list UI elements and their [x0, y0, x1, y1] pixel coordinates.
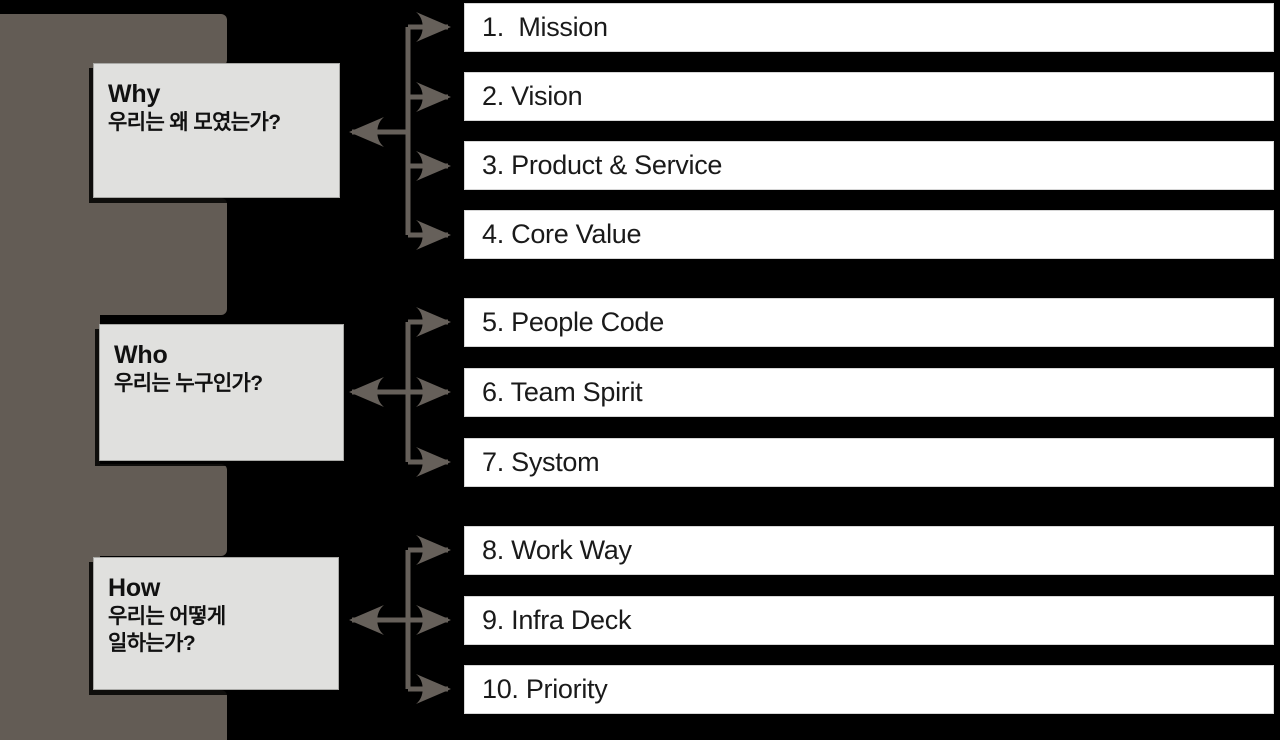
backdrop-notch-top	[0, 14, 227, 66]
item-box-7[interactable]: 7. Systom	[464, 438, 1274, 487]
item-label-9: 9. Infra Deck	[482, 605, 632, 635]
category-subtitle-how: 우리는 어떻게 일하는가?	[108, 605, 226, 655]
item-box-1[interactable]: 1. Mission	[464, 3, 1274, 52]
item-box-10[interactable]: 10. Priority	[464, 665, 1274, 714]
category-title-who: Who	[114, 341, 168, 369]
item-label-2: 2. Vision	[482, 81, 583, 111]
backdrop-notch-1	[0, 198, 227, 315]
category-subtitle-who: 우리는 누구인가?	[114, 372, 263, 395]
backdrop-notch-bottom	[0, 690, 227, 740]
item-box-2[interactable]: 2. Vision	[464, 72, 1274, 121]
item-label-5: 5. People Code	[482, 307, 664, 337]
item-box-3[interactable]: 3. Product & Service	[464, 141, 1274, 190]
item-label-7: 7. Systom	[482, 447, 600, 477]
category-title-how: How	[108, 574, 161, 602]
item-box-6[interactable]: 6. Team Spirit	[464, 368, 1274, 417]
item-label-6: 6. Team Spirit	[482, 377, 643, 407]
item-box-8[interactable]: 8. Work Way	[464, 526, 1274, 575]
category-box-who[interactable]: Who 우리는 누구인가?	[99, 324, 344, 461]
item-box-5[interactable]: 5. People Code	[464, 298, 1274, 347]
item-box-9[interactable]: 9. Infra Deck	[464, 596, 1274, 645]
category-box-how[interactable]: How 우리는 어떻게 일하는가?	[93, 557, 339, 690]
category-box-why[interactable]: Why 우리는 왜 모였는가?	[93, 63, 340, 198]
item-label-8: 8. Work Way	[482, 535, 632, 565]
item-label-1: 1. Mission	[482, 12, 608, 42]
category-title-why: Why	[108, 80, 161, 108]
backdrop-notch-2	[0, 464, 227, 556]
category-subtitle-why: 우리는 왜 모였는가?	[108, 111, 281, 134]
item-box-4[interactable]: 4. Core Value	[464, 210, 1274, 259]
item-label-10: 10. Priority	[482, 674, 608, 704]
backdrop-spine	[0, 14, 100, 726]
item-label-4: 4. Core Value	[482, 219, 642, 249]
item-label-3: 3. Product & Service	[482, 150, 723, 180]
